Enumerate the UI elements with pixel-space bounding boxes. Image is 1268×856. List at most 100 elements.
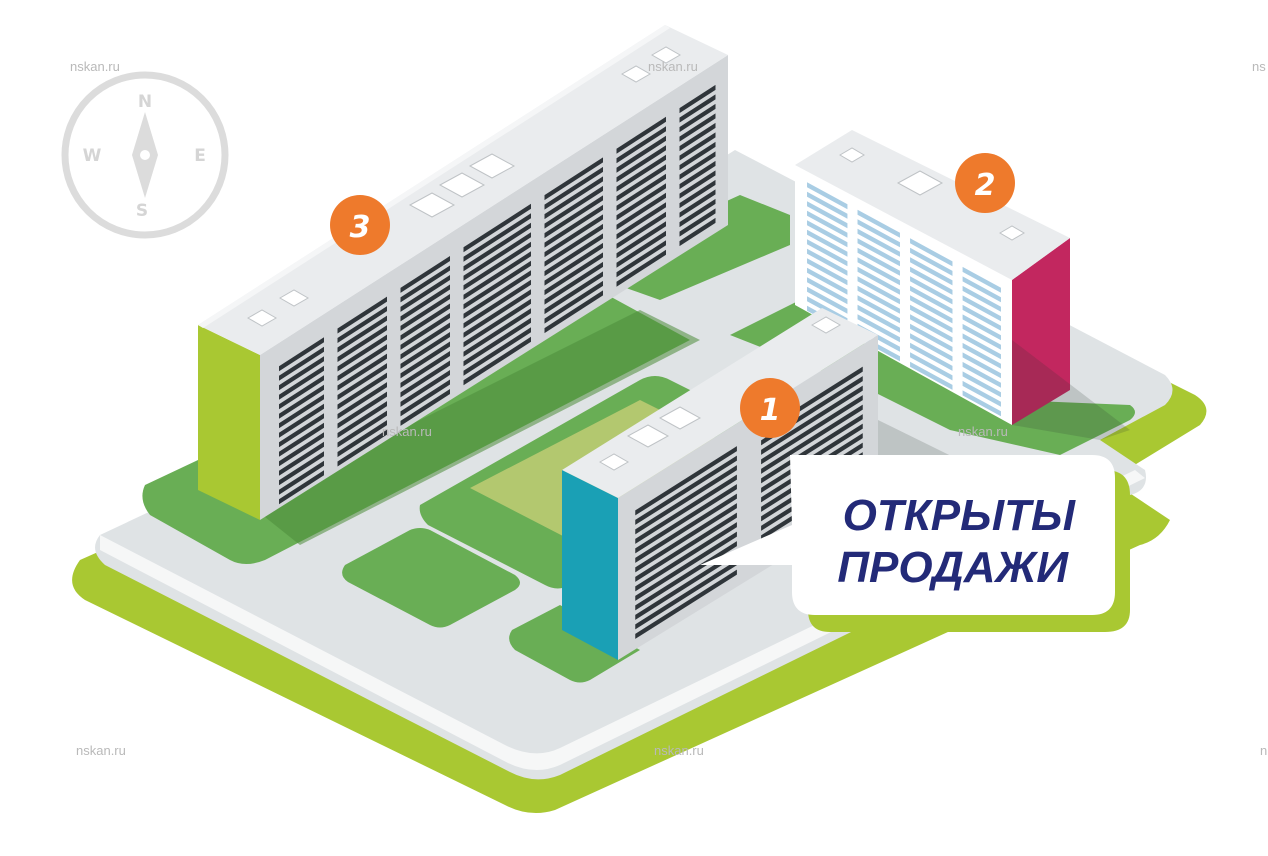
- window-row: [679, 198, 716, 228]
- window-row: [463, 317, 531, 367]
- window-row: [544, 157, 603, 201]
- window-row: [463, 260, 531, 310]
- watermark: ns: [1252, 59, 1266, 74]
- window-row: [910, 295, 953, 324]
- building-1: [562, 308, 878, 660]
- window-row: [279, 346, 324, 381]
- window-row: [279, 356, 324, 391]
- window-row: [616, 126, 666, 164]
- marker-building-2: 2: [955, 153, 1015, 213]
- window-row: [463, 298, 531, 348]
- window-row: [616, 116, 666, 154]
- window-row: [337, 429, 387, 467]
- window-row: [962, 333, 1001, 360]
- sale-callout: ОТКРЫТЫ ПРОДАЖИ: [700, 455, 1130, 632]
- window-row: [463, 222, 531, 272]
- watermark: nskan.ru: [648, 59, 698, 74]
- window-row: [337, 325, 387, 362]
- window-row: [400, 256, 450, 293]
- window-row: [337, 306, 387, 343]
- window-row: [807, 191, 848, 219]
- window-row: [337, 353, 387, 391]
- window-row: [807, 258, 848, 286]
- building-shadow: [1012, 340, 1130, 440]
- window-row: [400, 341, 450, 379]
- window-row: [679, 94, 716, 123]
- watermark: nskan.ru: [382, 424, 432, 439]
- window-row: [337, 296, 387, 334]
- window-row: [279, 432, 324, 467]
- window-row: [857, 228, 900, 257]
- window-row: [279, 375, 324, 410]
- window-row: [857, 209, 900, 238]
- window-row: [279, 441, 324, 476]
- building-3: [198, 25, 728, 520]
- window-row: [679, 84, 716, 114]
- window-row: [635, 569, 737, 639]
- compass-north: N: [138, 92, 152, 112]
- window-row: [616, 221, 666, 259]
- window-row: [337, 410, 387, 448]
- window-row: [679, 113, 716, 142]
- window-row: [635, 503, 737, 573]
- window-row: [857, 314, 900, 343]
- window-row: [463, 232, 531, 281]
- window-row: [962, 304, 1001, 331]
- window-row: [616, 192, 666, 230]
- window-row: [400, 313, 450, 350]
- watermarks: nskan.ru nskan.ru ns nskan.ru nskan.ru n…: [70, 59, 1267, 758]
- window-row: [337, 344, 387, 381]
- window-row: [679, 179, 716, 209]
- window-row: [616, 145, 666, 183]
- window-row: [635, 560, 737, 630]
- window-row: [400, 332, 450, 369]
- compass-south: S: [136, 201, 148, 221]
- window-row: [807, 286, 848, 314]
- window-row: [962, 380, 1001, 407]
- window-row: [962, 342, 1001, 369]
- window-row: [679, 103, 716, 133]
- window-row: [635, 522, 737, 592]
- window-row: [679, 160, 716, 190]
- window-row: [337, 363, 387, 400]
- window-row: [616, 211, 666, 249]
- window-row: [544, 280, 603, 324]
- window-row: [463, 213, 531, 262]
- window-row: [279, 337, 324, 372]
- window-row: [279, 413, 324, 448]
- window-row: [635, 484, 737, 554]
- window-row: [544, 271, 603, 315]
- window-row: [857, 219, 900, 248]
- window-row: [635, 493, 737, 563]
- window-row: [463, 289, 531, 338]
- window-row: [544, 261, 603, 305]
- window-row: [761, 395, 863, 465]
- watermark: nskan.ru: [958, 424, 1008, 439]
- window-row: [910, 247, 953, 276]
- window-row: [679, 141, 716, 171]
- window-row: [400, 322, 450, 360]
- window-row: [279, 394, 324, 429]
- window-row: [635, 550, 737, 620]
- window-row: [463, 203, 531, 253]
- window-row: [635, 541, 737, 611]
- window-row: [761, 404, 863, 474]
- compass-west: W: [83, 146, 102, 166]
- window-row: [910, 266, 953, 295]
- window-row: [807, 277, 848, 305]
- window-row: [857, 276, 900, 305]
- window-row: [463, 336, 531, 386]
- window-row: [679, 170, 716, 199]
- window-row: [616, 173, 666, 211]
- window-row: [910, 361, 953, 390]
- window-row: [279, 460, 324, 495]
- window-row: [544, 166, 603, 210]
- window-row: [400, 265, 450, 303]
- marker-label-1: 1: [760, 393, 781, 428]
- window-row: [679, 189, 716, 218]
- window-row: [463, 270, 531, 319]
- window-row: [463, 327, 531, 376]
- window-row: [857, 247, 900, 276]
- marker-label-2: 2: [975, 168, 996, 203]
- window-row: [463, 308, 531, 357]
